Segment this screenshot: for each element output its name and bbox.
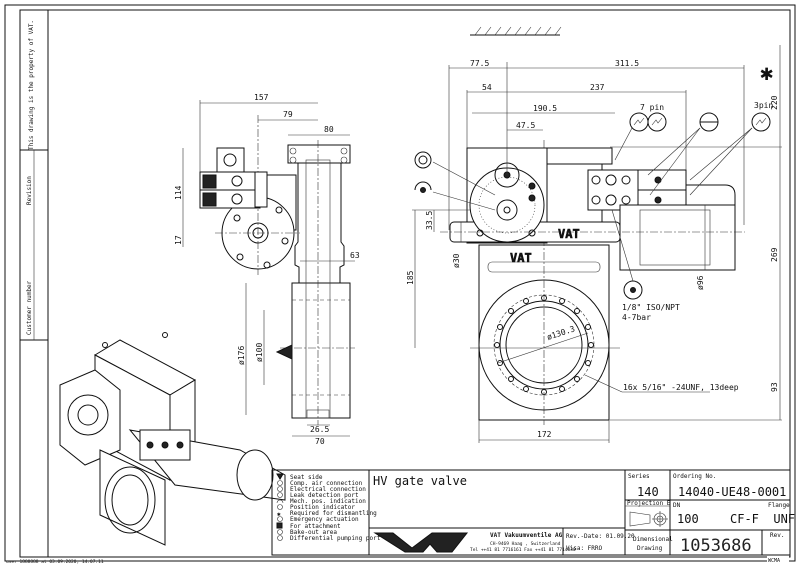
company-contact: Tel ++41 81 7716161 Fax ++41 81 7714830 xyxy=(470,547,576,553)
legend: Seat side Comp. air connection Electrica… xyxy=(276,473,381,542)
legend-bake-out: Bake-out area xyxy=(290,529,337,536)
valve-body-side xyxy=(291,282,351,419)
differential-pumping-icon xyxy=(277,535,283,541)
series-value: 140 xyxy=(637,485,659,499)
callout-thread: 16x 5/16" -24UNF, 13deep xyxy=(623,383,739,392)
side-view: 157 79 80 114 17 63 ø176 ø100 26.5 70 xyxy=(174,93,360,446)
flange-value: CF-F UNF xyxy=(730,512,795,526)
dn-label: DN xyxy=(673,502,681,509)
legend-electrical: Electrical connection xyxy=(290,486,366,493)
drawing-number: 1053686 xyxy=(680,536,752,556)
dismantling-icon: ✱ xyxy=(760,61,773,86)
dim-100: ø100 xyxy=(255,343,264,362)
electrical-connection-icon xyxy=(647,112,667,132)
legend-position: Position indicator xyxy=(290,504,355,511)
dim-79: 79 xyxy=(283,110,293,119)
format-code: WCMA xyxy=(768,558,780,564)
dim-96: ø96 xyxy=(696,275,705,290)
actuator-disc-front xyxy=(469,167,545,243)
leak-detection-icon xyxy=(414,151,432,169)
dim-93: 93 xyxy=(770,382,779,392)
electrical-icon xyxy=(277,486,283,492)
rev-label: Rev. xyxy=(770,532,784,539)
doc-type-2: Drawing xyxy=(637,545,663,552)
projection-symbol xyxy=(629,511,668,527)
vat-logo-body: VAT xyxy=(510,251,532,265)
emergency-icon xyxy=(277,516,283,522)
bake-out-icon xyxy=(277,529,283,535)
dn-value: 100 xyxy=(677,512,699,526)
ordering-number: 14040-UE48-0001 xyxy=(678,485,786,499)
legend-comp-air: Comp. air connection xyxy=(290,480,363,487)
callout-3pin: 3pin xyxy=(754,101,773,110)
series-label: Series xyxy=(628,473,650,480)
vat-logo xyxy=(373,532,469,553)
dim-80: 80 xyxy=(324,125,334,134)
mech-pos-indication-icon xyxy=(414,181,432,191)
attachment-icon xyxy=(276,522,283,529)
front-view: ø130.3 VAT VAT 77.5 311.5 54 xyxy=(406,26,782,443)
outer-frame xyxy=(4,4,796,562)
dim-176: ø176 xyxy=(237,346,246,365)
comp-air-icon xyxy=(277,480,283,486)
ceiling-hatch xyxy=(474,26,562,36)
callout-air-port: 1/8" ISO/NPT xyxy=(622,303,680,312)
dim-26-5: 26.5 xyxy=(310,425,329,434)
inner-frame xyxy=(19,9,791,558)
dim-77-5: 77.5 xyxy=(470,59,489,68)
legend-mech-pos: Mech. pos. indication xyxy=(290,498,366,505)
dim-157: 157 xyxy=(254,93,269,102)
print-stamp: user 1888888 at 03.09.2020, 14:07:11 xyxy=(6,559,104,565)
legend-dismantling: Required for dismantling xyxy=(290,510,377,517)
drawing-title: HV gate valve xyxy=(373,474,467,488)
dim-311-5: 311.5 xyxy=(615,59,639,68)
doc-type-1: Dimensional xyxy=(633,536,673,543)
legend-seat-side: Seat side xyxy=(290,474,323,481)
dismantling-icon: ✱ xyxy=(276,511,281,518)
seat-side-icon xyxy=(275,344,293,360)
vat-logo-actuator: VAT xyxy=(558,227,580,241)
leak-detection-icon xyxy=(277,492,283,498)
callout-air-pressure: 4-7bar xyxy=(622,313,651,322)
rev-date: Rev.-Date: 01.09.20 xyxy=(566,533,635,540)
dim-114: 114 xyxy=(174,185,183,200)
customer-number-label: Customer number xyxy=(26,280,33,335)
motor-cylinder xyxy=(619,204,736,271)
seat-side-icon xyxy=(276,473,284,480)
dim-17: 17 xyxy=(174,235,183,245)
isometric-view xyxy=(59,332,286,546)
company-address: CH-9469 Haag , Switzerland xyxy=(490,541,561,547)
position-indicator-icon xyxy=(277,504,283,510)
dim-47-5: 47.5 xyxy=(516,121,535,130)
dim-30: ø30 xyxy=(452,253,461,268)
ordering-label: Ordering No. xyxy=(673,473,716,480)
dim-190-5: 190.5 xyxy=(533,104,557,113)
legend-attachment: For attachment xyxy=(290,523,341,530)
dim-172: 172 xyxy=(537,430,552,439)
mech-pos-icon xyxy=(276,499,284,504)
dim-220: 220 xyxy=(770,95,779,110)
title-block: Seat side Comp. air connection Electrica… xyxy=(271,469,795,564)
legend-leak: Leak detection port xyxy=(290,492,359,499)
dim-33-5: 33.5 xyxy=(425,211,434,230)
legend-emergency: Emergency actuation xyxy=(290,516,359,523)
dim-269: 269 xyxy=(770,247,779,262)
dim-185: 185 xyxy=(406,270,415,285)
dim-54: 54 xyxy=(482,83,492,92)
callout-7-pin: 7 pin xyxy=(640,103,664,112)
dim-70: 70 xyxy=(315,437,325,446)
projection-label: Projection E xyxy=(627,500,671,507)
visa: Visa: FRRO xyxy=(566,545,603,552)
legend-differential: Differential pumping port xyxy=(290,535,381,542)
revision-label: Revision xyxy=(26,176,33,205)
company-name: VAT Vakuumventile AG xyxy=(490,532,563,539)
electrical-connection-icon xyxy=(751,112,771,132)
property-note: This drawing is the property of VAT. xyxy=(28,20,35,150)
dim-63: 63 xyxy=(350,251,360,260)
dim-237: 237 xyxy=(590,83,605,92)
flange-label: Flange xyxy=(768,502,790,509)
